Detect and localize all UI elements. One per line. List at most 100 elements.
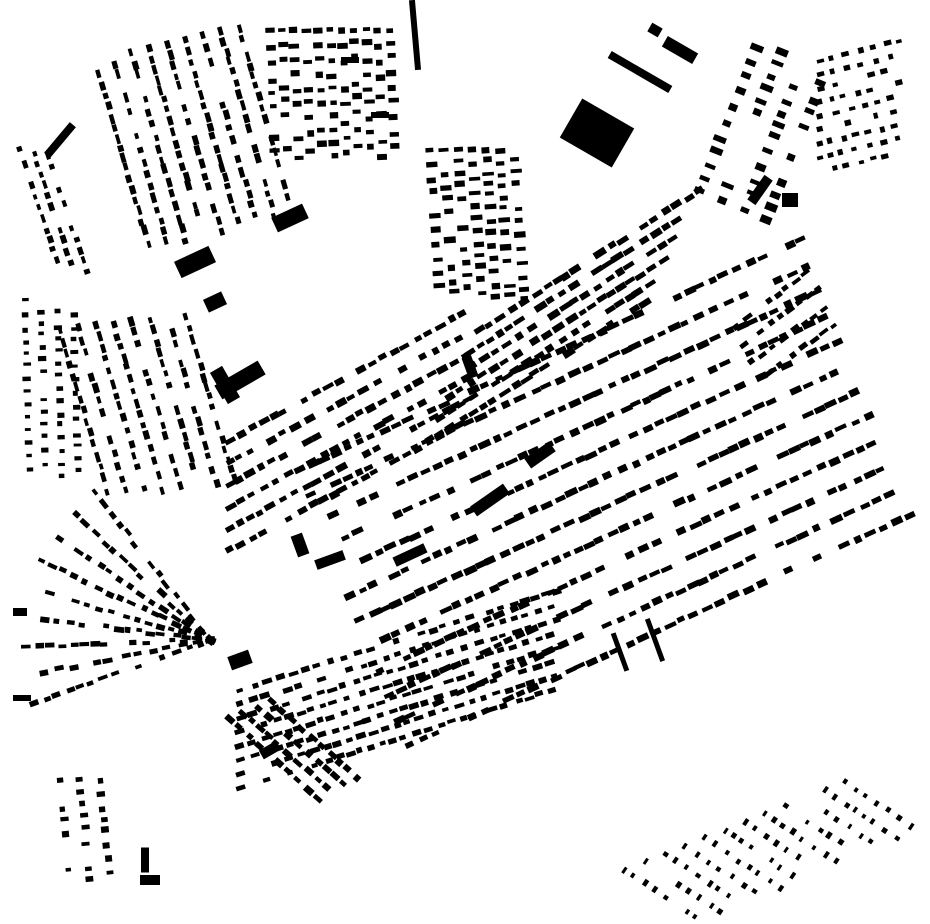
- building: [177, 417, 186, 430]
- building: [387, 84, 396, 92]
- building: [607, 587, 620, 597]
- building: [383, 452, 395, 463]
- building: [105, 100, 113, 111]
- building: [338, 27, 346, 34]
- building: [336, 484, 348, 495]
- building: [16, 145, 23, 153]
- building: [831, 164, 838, 171]
- building: [39, 345, 46, 350]
- building: [642, 857, 649, 865]
- building: [707, 304, 719, 314]
- building: [349, 38, 359, 45]
- building: [350, 479, 359, 487]
- building: [616, 234, 630, 246]
- building: [122, 614, 131, 620]
- building: [85, 875, 94, 883]
- building: [313, 42, 323, 49]
- building: [72, 404, 81, 410]
- building: [235, 428, 248, 440]
- building: [643, 363, 658, 375]
- building: [173, 591, 181, 600]
- building: [413, 334, 423, 343]
- building: [124, 426, 131, 434]
- building: [375, 74, 386, 82]
- building: [76, 246, 85, 256]
- building: [397, 665, 406, 672]
- building: [445, 405, 457, 416]
- building: [303, 765, 315, 777]
- building: [784, 239, 797, 251]
- building: [879, 126, 886, 134]
- building: [667, 443, 678, 452]
- building: [224, 544, 235, 554]
- building: [360, 472, 371, 482]
- building: [28, 180, 36, 190]
- building: [182, 35, 189, 44]
- building: [727, 416, 737, 424]
- building: [527, 445, 540, 457]
- building: [527, 650, 538, 659]
- building: [60, 337, 67, 349]
- building: [352, 719, 364, 727]
- building: [528, 367, 540, 378]
- building: [426, 582, 439, 592]
- building: [135, 572, 144, 581]
- building: [124, 174, 133, 184]
- building: [470, 202, 480, 210]
- building: [379, 425, 392, 436]
- building: [794, 235, 806, 244]
- building: [841, 135, 848, 142]
- building: [99, 471, 107, 483]
- building: [426, 177, 436, 184]
- building: [328, 85, 337, 90]
- building: [513, 393, 527, 404]
- building: [632, 518, 642, 527]
- building: [801, 318, 816, 330]
- building: [468, 698, 476, 705]
- building: [140, 224, 149, 236]
- building: [516, 246, 526, 252]
- building: [450, 570, 464, 581]
- building: [443, 545, 453, 555]
- building: [326, 509, 340, 520]
- building: [70, 642, 79, 648]
- building: [467, 146, 477, 153]
- building: [486, 219, 497, 225]
- building: [573, 661, 586, 671]
- building: [48, 163, 56, 171]
- building: [408, 646, 417, 654]
- building: [842, 449, 855, 460]
- building: [885, 94, 895, 102]
- building: [216, 153, 224, 165]
- building: [491, 689, 501, 696]
- building: [683, 192, 696, 203]
- building: [373, 43, 382, 50]
- building: [329, 478, 343, 488]
- building: [483, 156, 492, 163]
- building: [487, 242, 496, 250]
- building: [848, 106, 856, 111]
- building: [744, 57, 757, 68]
- building: [173, 632, 182, 638]
- building: [275, 158, 282, 168]
- building: [173, 73, 179, 81]
- building: [322, 381, 335, 392]
- building: [771, 119, 786, 130]
- building: [438, 400, 451, 410]
- building: [662, 894, 669, 901]
- building: [41, 447, 49, 453]
- building: [601, 620, 613, 630]
- building: [113, 333, 121, 342]
- building: [475, 262, 487, 270]
- building: [81, 824, 90, 830]
- building: [353, 649, 363, 657]
- building: [557, 639, 570, 650]
- building: [408, 531, 422, 542]
- building: [134, 663, 143, 670]
- building: [600, 502, 612, 512]
- building: [648, 214, 659, 225]
- buildings-layer: [13, 0, 916, 920]
- building: [660, 205, 672, 216]
- building: [518, 286, 530, 293]
- building: [122, 162, 129, 171]
